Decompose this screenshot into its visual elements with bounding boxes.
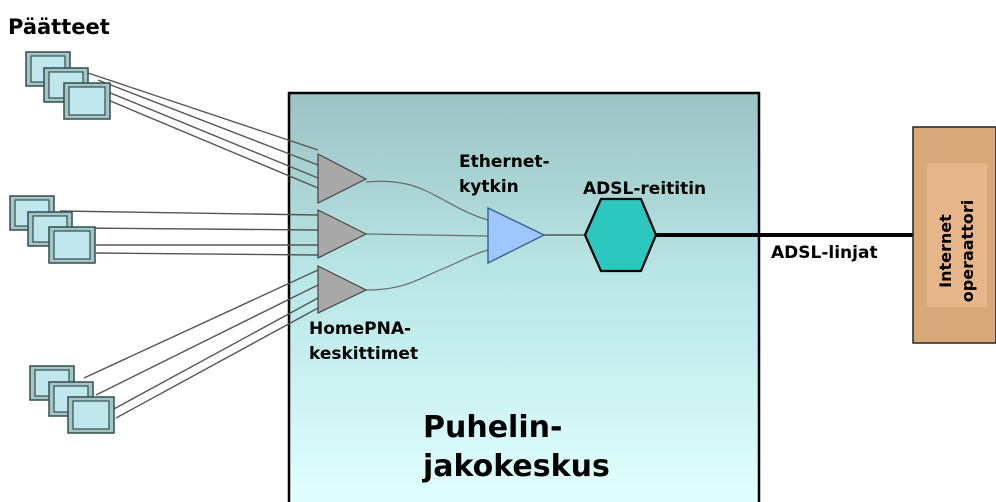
terminals-title: Päätteet [8,15,110,39]
terminal-monitor-icon [63,82,111,120]
hub-1 [317,153,368,204]
hubs-label-line2: keskittimet [309,344,418,364]
hub-3 [317,265,368,314]
ethernet-switch-label-line1: Ethernet- [459,152,550,172]
terminal-monitor-icon [67,396,115,434]
hub-to-switch-links [365,180,489,291]
operator-label-line2: operaattori [958,200,977,302]
terminal-group-2 [9,195,96,264]
exchange-label-line1: Puhelin- [423,410,562,445]
ethernet-switch-label-line2: kytkin [459,177,519,197]
terminal-wires [59,72,319,419]
telephone-exchange-box [287,91,761,502]
internet-operator: Internet operaattori [912,126,996,344]
terminal-monitor-icon [48,226,96,264]
ethernet-switch [487,206,546,265]
terminal-group-3 [29,365,115,434]
adsl-router-label: ADSL-reititin [583,179,706,199]
terminal-group-1 [25,51,111,120]
operator-label-line1: Internet [936,214,955,288]
adsl-router [583,197,658,273]
hubs-label-line1: HomePNA- [309,319,411,339]
hub-2 [317,209,368,259]
adsl-lines-label: ADSL-linjat [771,243,878,263]
exchange-label-line2: jakokeskus [422,449,610,484]
